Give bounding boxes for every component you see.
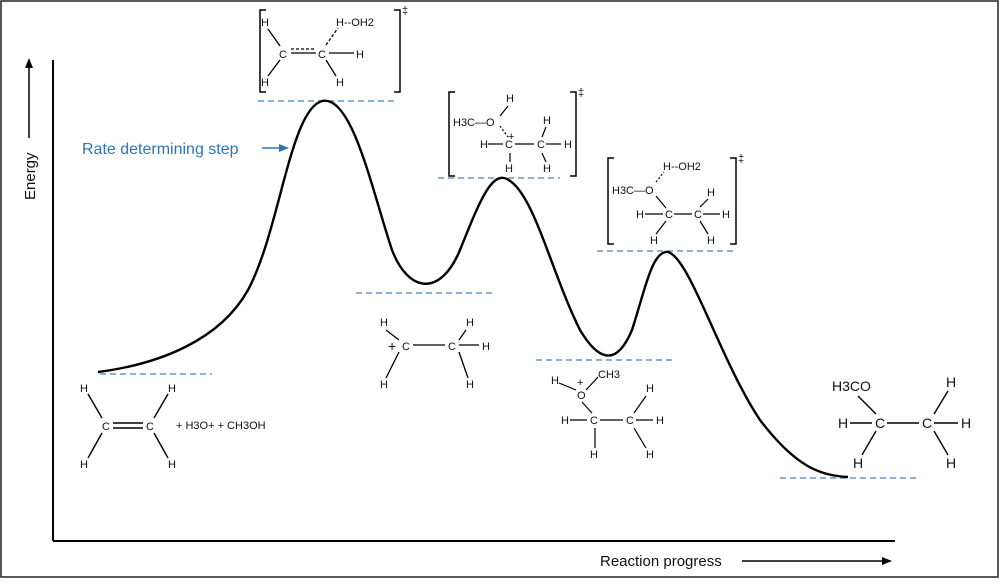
svg-text:H: H — [336, 77, 344, 89]
y-axis-label: Energy — [22, 152, 39, 200]
svg-text:H: H — [590, 449, 598, 461]
svg-text:H: H — [505, 163, 513, 175]
svg-text:C: C — [505, 139, 513, 151]
svg-text:H: H — [656, 415, 664, 427]
svg-text:H: H — [380, 317, 388, 329]
svg-text:H: H — [561, 415, 569, 427]
svg-text:H: H — [261, 77, 269, 89]
svg-text:H: H — [646, 449, 654, 461]
ts3-structure: ‡ H--OH2 H3C—O H C C H H H H — [607, 153, 744, 247]
svg-text:H: H — [543, 115, 551, 127]
svg-text:H: H — [466, 379, 474, 391]
svg-text:+: + — [577, 377, 583, 389]
svg-text:H: H — [650, 235, 658, 247]
svg-text:C: C — [590, 415, 598, 427]
svg-text:H: H — [380, 379, 388, 391]
x-axis-label: Reaction progress — [600, 553, 722, 570]
svg-text:H: H — [168, 459, 176, 471]
svg-text:C: C — [402, 341, 410, 353]
svg-text:C: C — [694, 209, 702, 221]
svg-text:+: + — [508, 131, 514, 143]
svg-text:C: C — [279, 49, 287, 61]
svg-text:H: H — [168, 383, 176, 395]
svg-text:H: H — [646, 383, 654, 395]
svg-text:H3C—O: H3C—O — [453, 117, 495, 129]
svg-text:H3CO: H3CO — [832, 378, 871, 394]
svg-text:H--OH2: H--OH2 — [663, 161, 701, 173]
svg-text:‡: ‡ — [738, 153, 744, 165]
svg-text:H: H — [961, 415, 971, 431]
svg-text:C: C — [102, 421, 110, 433]
svg-text:H: H — [707, 187, 715, 199]
svg-text:H--OH2: H--OH2 — [336, 17, 374, 29]
reactants-extra: + H3O+ + CH3OH — [176, 420, 266, 432]
svg-text:H: H — [636, 209, 644, 221]
svg-text:C: C — [875, 415, 885, 431]
svg-text:H: H — [722, 209, 730, 221]
svg-text:C: C — [448, 341, 456, 353]
svg-text:C: C — [318, 49, 326, 61]
svg-text:H: H — [946, 455, 956, 471]
svg-text:H: H — [551, 375, 559, 387]
svg-text:H3C—O: H3C—O — [612, 185, 654, 197]
svg-text:C: C — [146, 421, 154, 433]
svg-text:H: H — [356, 49, 364, 61]
svg-text:C: C — [665, 209, 673, 221]
svg-text:‡: ‡ — [578, 87, 584, 99]
ts1-structure: ‡ H H C C H H H--OH2 — [259, 5, 408, 93]
rate-determining-step-label: Rate determining step — [82, 141, 239, 158]
svg-text:H: H — [480, 139, 488, 151]
ts2-structure: ‡ H3C—O H H C C H H H H + — [448, 87, 584, 177]
reaction-curve — [97, 99, 849, 479]
intermediate2-structure: H O + CH3 H C C H H H H — [551, 369, 664, 461]
svg-text:+: + — [388, 338, 396, 354]
svg-text:H: H — [261, 17, 269, 29]
intermediate1-structure: H H C C H H H + — [380, 317, 490, 391]
svg-text:H: H — [482, 341, 490, 353]
svg-text:H: H — [506, 93, 514, 105]
svg-text:C: C — [626, 415, 634, 427]
annotation-arrow-head — [279, 144, 289, 152]
svg-text:H: H — [80, 459, 88, 471]
product-structure: H3CO H H C C H H H — [832, 374, 971, 471]
svg-text:H: H — [853, 455, 863, 471]
svg-text:CH3: CH3 — [598, 369, 620, 381]
svg-text:H: H — [543, 163, 551, 175]
y-arrow-head — [25, 58, 33, 68]
svg-text:H: H — [564, 139, 572, 151]
svg-text:H: H — [466, 317, 474, 329]
svg-text:C: C — [922, 415, 932, 431]
svg-text:H: H — [80, 383, 88, 395]
svg-text:C: C — [537, 139, 545, 151]
svg-text:H: H — [946, 374, 956, 390]
svg-text:O: O — [577, 390, 586, 402]
x-arrow-head — [882, 557, 892, 565]
svg-text:H: H — [838, 415, 848, 431]
svg-text:H: H — [707, 235, 715, 247]
svg-text:‡: ‡ — [402, 5, 408, 17]
reactants-structure: H H C C H H + H3O+ + CH3OH — [80, 383, 266, 471]
